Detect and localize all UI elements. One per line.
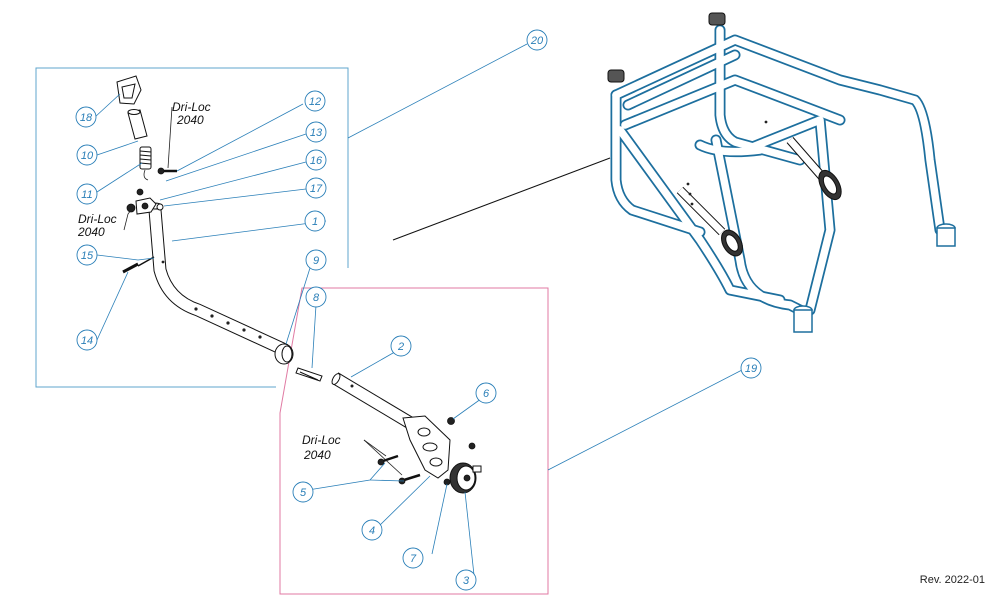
callout-17: 17 xyxy=(305,177,327,199)
callout-5: 5 xyxy=(292,481,314,503)
callout-1: 1 xyxy=(304,210,326,232)
callout-5-label: 5 xyxy=(300,487,307,499)
bolts-5 xyxy=(377,454,421,485)
sleeve xyxy=(127,109,148,140)
driloc-note-bottom-line1: Dri-Loc xyxy=(302,433,341,447)
callout-3-label: 3 xyxy=(463,575,470,587)
callout-14-label: 14 xyxy=(81,335,93,347)
screw-top xyxy=(157,167,177,175)
callout-15-label: 15 xyxy=(81,250,94,262)
driloc-note-top-line2: 2040 xyxy=(176,113,204,127)
driloc-note-top-line1: Dri-Loc xyxy=(172,100,211,114)
callout-10: 10 xyxy=(76,144,98,166)
callout-9-label: 9 xyxy=(313,255,319,267)
callout-20: 20 xyxy=(526,29,548,51)
callout-2: 2 xyxy=(390,335,412,357)
callout-11-label: 11 xyxy=(81,189,92,201)
callout-leaders xyxy=(94,93,486,576)
spring-clip xyxy=(295,367,323,382)
callout-1-label: 1 xyxy=(312,216,318,228)
lower-extension-tube xyxy=(331,372,416,430)
callout-4-label: 4 xyxy=(369,525,375,537)
grip-cap xyxy=(116,75,142,105)
lower-assembly-box xyxy=(279,287,549,595)
callout-12: 12 xyxy=(304,90,326,112)
callout-19: 19 xyxy=(740,357,762,379)
callout-18: 18 xyxy=(75,106,97,128)
callout-13: 13 xyxy=(305,121,327,143)
revision-label: Rev. 2022-01 xyxy=(920,574,985,586)
callout-15: 15 xyxy=(76,244,98,266)
callout-3: 3 xyxy=(455,569,477,591)
caster-fork xyxy=(402,415,451,479)
callout-19-label: 19 xyxy=(745,363,757,375)
driloc-note-bottom-line2: 2040 xyxy=(303,448,331,462)
driloc-note-top: Dri-Loc 2040 xyxy=(172,100,211,127)
caster-wheel xyxy=(449,462,482,494)
callout-4: 4 xyxy=(361,519,383,541)
callout-8-label: 8 xyxy=(313,292,320,304)
callout-18-label: 18 xyxy=(80,112,93,124)
callout-12-label: 12 xyxy=(309,96,321,108)
callout-7: 7 xyxy=(402,547,424,569)
callout-13-label: 13 xyxy=(310,127,323,139)
frame-assembly xyxy=(607,12,956,333)
callout-17-label: 17 xyxy=(310,183,323,195)
callout-7-label: 7 xyxy=(410,553,417,565)
box-connector-20 xyxy=(347,43,528,139)
pins xyxy=(122,256,155,274)
callout-2-label: 2 xyxy=(397,341,404,353)
driloc-note-left-line2: 2040 xyxy=(77,225,105,239)
callout-16-label: 16 xyxy=(310,155,323,167)
box-connector-19 xyxy=(547,369,743,471)
hex-nuts xyxy=(443,417,476,486)
upper-assembly-box xyxy=(35,67,349,388)
driloc-note-left-line1: Dri-Loc xyxy=(78,212,117,226)
callout-20-label: 20 xyxy=(530,35,544,47)
spring xyxy=(139,146,152,181)
driloc-note-bottom: Dri-Loc 2040 xyxy=(302,433,341,462)
driloc-note-left: Dri-Loc 2040 xyxy=(77,212,117,239)
callout-10-label: 10 xyxy=(81,150,94,162)
frame-reference-line xyxy=(392,157,611,241)
callout-9: 9 xyxy=(305,249,327,271)
leg-tube xyxy=(147,202,288,356)
callout-8: 8 xyxy=(305,286,327,308)
callout-14: 14 xyxy=(76,329,98,351)
hinge-bracket xyxy=(126,188,164,215)
callout-11: 11 xyxy=(76,183,98,205)
callout-6-label: 6 xyxy=(483,388,490,400)
collar-ring xyxy=(274,343,294,365)
callout-16: 16 xyxy=(305,149,327,171)
callout-6: 6 xyxy=(475,382,497,404)
